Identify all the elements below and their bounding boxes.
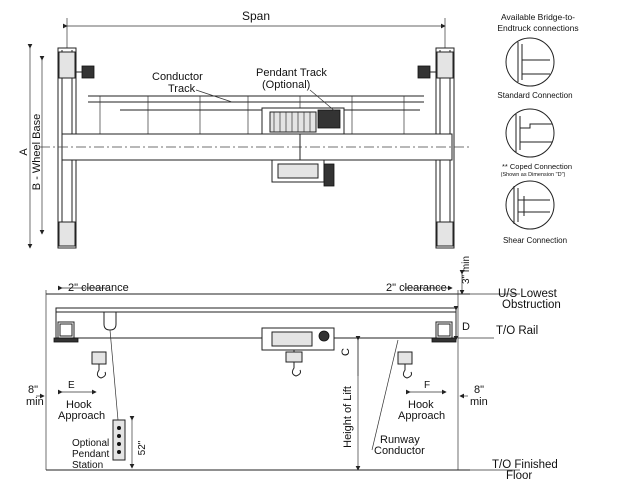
dimension-e-label: E [68, 380, 75, 391]
left-top-wheel [58, 51, 76, 79]
hoist-motor [317, 109, 341, 129]
right-bottom-wheel [436, 221, 454, 247]
svg-text:Track: Track [168, 83, 196, 95]
us-lowest-label: U/S Lowest [498, 288, 558, 300]
runway-conductor-line [371, 339, 399, 451]
right-hook-icon [402, 364, 412, 379]
left-hook-icon [96, 364, 106, 379]
left-clearance-label: 2" clearance [68, 282, 129, 294]
span-label: Span [242, 9, 270, 23]
svg-text:Obstruction: Obstruction [502, 299, 561, 311]
trolley-wheel-icon [318, 330, 330, 342]
svg-text:Approach: Approach [58, 410, 105, 422]
right-top-wheel [436, 51, 454, 79]
svg-text:min: min [26, 396, 44, 408]
coped-connection-icon [505, 108, 555, 158]
left-bottom-wheel [58, 221, 76, 247]
pendant-height-label: 52" [137, 440, 148, 455]
pendant-cable [109, 329, 119, 421]
coped-connection-note: (Shown as Dimension "D") [501, 172, 566, 178]
dimension-a-label: A [18, 148, 30, 156]
standard-connection-label: Standard Connection [497, 91, 572, 100]
standard-connection-icon [505, 37, 555, 87]
coped-connection-label: ** Coped Connection [502, 162, 572, 171]
svg-text:Conductor: Conductor [374, 445, 425, 457]
dimension-d-label: D [462, 321, 470, 333]
center-hook-block [285, 351, 303, 363]
svg-text:Station: Station [72, 460, 103, 471]
svg-text:(Optional): (Optional) [262, 79, 310, 91]
left-end-wheel [59, 323, 73, 337]
trolley-motor [323, 163, 335, 187]
svg-text:Approach: Approach [398, 410, 445, 422]
right-hook-block [397, 351, 413, 365]
wheel-base-label: B - Wheel Base [31, 114, 43, 190]
finished-floor-label: T/O Finished [492, 459, 558, 471]
shear-connection-label: Shear Connection [503, 236, 567, 245]
pendant-station-icon [112, 419, 126, 461]
dimension-c-label: C [340, 348, 352, 356]
right-end-wheel [437, 323, 451, 337]
right-hook-approach-label: Hook [408, 399, 434, 411]
left-hook-block [91, 351, 107, 365]
svg-text:Floor: Floor [506, 470, 532, 482]
svg-text:min: min [470, 396, 488, 408]
plan-view: Span [18, 9, 470, 249]
left-drive-motor [81, 65, 95, 79]
right-clearance-label: 2" clearance [386, 282, 447, 294]
connection-details: Available Bridge-to- Endtruck connection… [497, 12, 578, 245]
right-drive-motor [417, 65, 431, 79]
pendant-track-label: Pendant Track [256, 67, 327, 79]
hoist-drum [269, 111, 317, 133]
left-hook-approach-label: Hook [66, 399, 92, 411]
left-eight-min-label: 8" [28, 384, 38, 396]
connections-title: Available Bridge-to- [501, 12, 575, 22]
svg-text:Pendant: Pendant [72, 449, 109, 460]
dimension-f-label: F [424, 380, 430, 391]
shear-connection-icon [505, 180, 555, 230]
elevation-view: 2" clearance 2" clearance [26, 256, 561, 482]
center-hook-icon [291, 362, 301, 377]
runway-conductor-label: Runway [380, 434, 420, 446]
three-inch-min-label: 3" min [461, 256, 472, 284]
pendant-station-label: Optional [72, 438, 109, 449]
svg-text:Endtruck connections: Endtruck connections [497, 23, 578, 33]
conductor-track-label: Conductor [152, 71, 203, 83]
to-rail-label: T/O Rail [496, 325, 538, 337]
right-eight-min-label: 8" [474, 384, 484, 396]
height-of-lift-label: Height of Lift [342, 386, 354, 448]
